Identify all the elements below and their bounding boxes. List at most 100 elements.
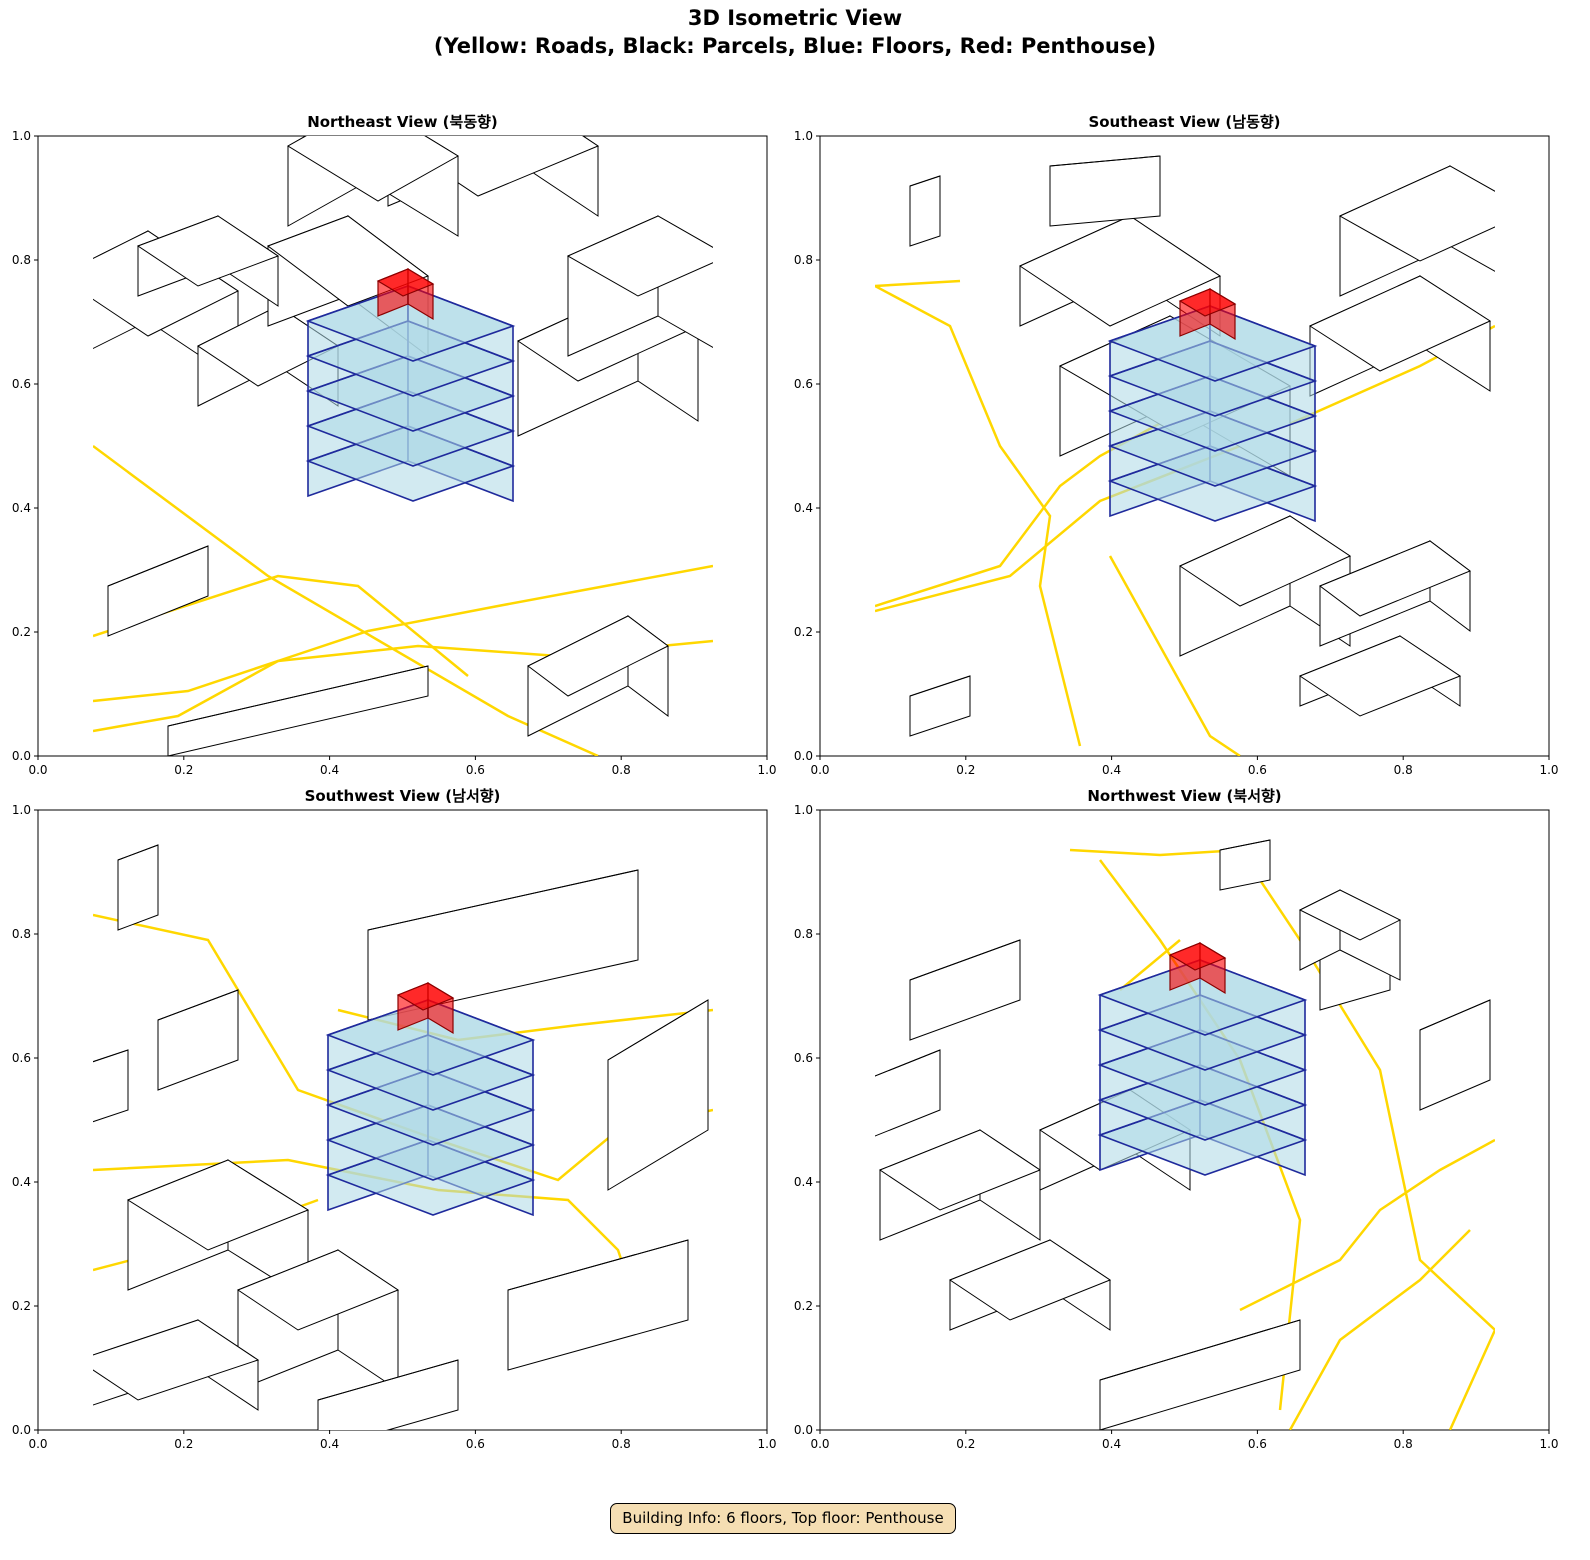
parcel-building — [117, 844, 159, 931]
y-tick-label: 0.6 — [794, 1051, 813, 1065]
figure-title: 3D Isometric View — [687, 6, 903, 30]
floor-5-top-face — [1107, 305, 1318, 382]
parcel-building-top-face — [948, 1239, 1112, 1321]
scene-3d — [93, 844, 713, 1430]
parcel-building-front-face — [1049, 155, 1161, 227]
y-tick-label: 0.4 — [794, 501, 813, 515]
y-tick-label: 0.6 — [12, 1051, 31, 1065]
x-tick-label: 0.8 — [612, 763, 631, 777]
y-tick-label: 0.0 — [12, 1423, 31, 1437]
parcel-building — [1298, 635, 1462, 717]
penthouse-top-face — [1178, 288, 1237, 317]
y-tick-label: 0.4 — [12, 501, 31, 515]
penthouse-top-face — [1168, 942, 1227, 971]
y-tick-label: 1.0 — [794, 129, 813, 143]
parcel-building-top-face — [1298, 889, 1402, 941]
x-tick-label: 0.4 — [320, 1437, 339, 1451]
parcel-building-top-face — [909, 675, 971, 697]
x-tick-label: 0.2 — [174, 1437, 193, 1451]
subplot-title: Southwest View (남서향) — [305, 787, 501, 805]
subplot-title: Northeast View (북동향) — [307, 113, 498, 131]
x-tick-label: 0.0 — [810, 763, 829, 777]
parcel-building — [93, 1319, 260, 1411]
parcel-building-top-face — [507, 1239, 689, 1291]
road-line — [1069, 848, 1495, 1430]
x-tick-label: 0.4 — [320, 763, 339, 777]
x-tick-label: 0.2 — [174, 763, 193, 777]
road-line — [1119, 939, 1181, 991]
scene-3d — [875, 839, 1495, 1430]
road-line — [1288, 1229, 1471, 1430]
y-tick-label: 0.2 — [12, 1299, 31, 1313]
parcel-building — [236, 1249, 400, 1391]
y-tick-label: 0.8 — [12, 927, 31, 941]
y-tick-label: 0.2 — [794, 1299, 813, 1313]
scene-3d — [875, 155, 1495, 756]
road-line — [875, 284, 1082, 747]
parcel-building-top-face — [1419, 999, 1491, 1031]
subplot-2: 0.00.00.20.20.40.40.60.60.80.81.01.0Sout… — [794, 113, 1559, 777]
x-tick-label: 0.0 — [810, 1437, 829, 1451]
parcel-building-top-face — [1308, 275, 1492, 372]
parcel-building-top-face — [107, 545, 209, 587]
parcel-building — [107, 545, 209, 637]
penthouse — [1178, 287, 1237, 341]
parcel-building-top-face — [93, 1319, 260, 1401]
parcel-building-top-face — [566, 215, 713, 297]
parcel-building-top-face — [527, 615, 669, 697]
parcel-building — [1219, 839, 1271, 891]
parcel-building-top-face — [236, 1249, 400, 1331]
x-tick-label: 0.4 — [1102, 1437, 1121, 1451]
parcel-building-top-face — [909, 939, 1021, 981]
x-tick-label: 0.6 — [1248, 1437, 1267, 1451]
x-tick-label: 0.4 — [1102, 763, 1121, 777]
parcel-building-top-face — [93, 1049, 129, 1063]
floor-5-top-face — [1097, 959, 1308, 1036]
building-info-box: Building Info: 6 floors, Top floor: Pent… — [610, 1503, 956, 1534]
floor-5-top-face — [325, 999, 536, 1076]
parcel-building — [909, 939, 1021, 1041]
parcel-building-top-face — [1298, 635, 1462, 717]
parcel-building-top-face — [317, 1359, 459, 1401]
x-tick-label: 1.0 — [1539, 763, 1558, 777]
parcel-building — [136, 215, 280, 307]
figure-subtitle: (Yellow: Roads, Black: Parcels, Blue: Fl… — [433, 34, 1157, 58]
penthouse — [1168, 941, 1227, 995]
x-tick-label: 1.0 — [757, 1437, 776, 1451]
y-tick-label: 0.0 — [794, 1423, 813, 1437]
y-tick-label: 0.8 — [794, 927, 813, 941]
parcel-building — [1308, 275, 1492, 397]
x-tick-label: 1.0 — [1539, 1437, 1558, 1451]
y-tick-label: 1.0 — [12, 129, 31, 143]
parcel-building-top-face — [1338, 165, 1495, 262]
x-tick-label: 0.0 — [28, 1437, 47, 1451]
y-tick-label: 1.0 — [794, 803, 813, 817]
parcel-building-top-face — [607, 999, 709, 1061]
parcel-building — [1338, 165, 1495, 297]
y-tick-label: 0.2 — [12, 625, 31, 639]
parcel-building — [287, 136, 459, 237]
penthouse — [376, 267, 435, 321]
x-tick-label: 1.0 — [757, 763, 776, 777]
parcel-building — [367, 869, 639, 1021]
parcel-building-top-face — [875, 1049, 941, 1077]
x-tick-label: 0.6 — [466, 1437, 485, 1451]
parcel-building-top-face — [287, 136, 459, 202]
y-tick-label: 0.8 — [794, 253, 813, 267]
parcel-building-top-face — [1099, 1319, 1301, 1381]
y-tick-label: 0.8 — [12, 253, 31, 267]
parcel-building-top-face — [1219, 839, 1271, 851]
penthouse — [396, 981, 455, 1035]
parcel-building — [157, 989, 239, 1091]
x-tick-label: 0.6 — [466, 763, 485, 777]
parcel-building-top-face — [909, 175, 941, 187]
road-line — [93, 444, 599, 756]
parcel-building-top-face — [136, 215, 280, 287]
y-tick-label: 0.2 — [794, 625, 813, 639]
road-line — [1108, 555, 1241, 756]
subplot-title: Southeast View (남동향) — [1088, 113, 1280, 131]
parcel-building — [527, 615, 669, 737]
y-tick-label: 0.6 — [12, 377, 31, 391]
parcel-building — [566, 215, 713, 357]
parcel-building — [909, 675, 971, 737]
